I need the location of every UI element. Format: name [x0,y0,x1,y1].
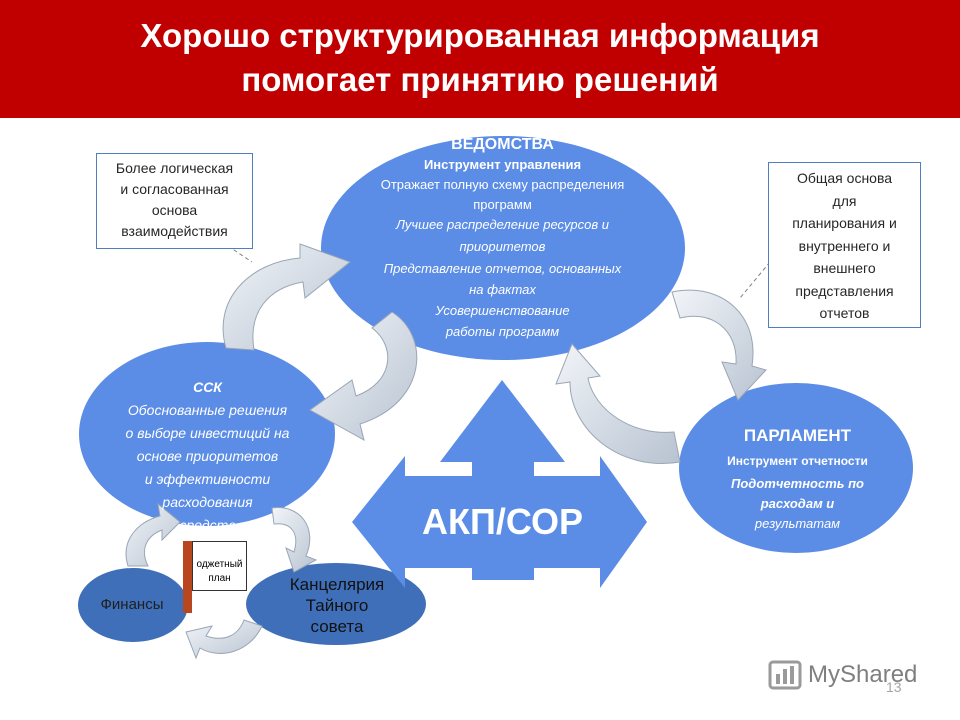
ssk-line: средств [179,517,236,533]
ssk-line: о выборе инвестиций на [125,425,290,441]
vedomstva-line: работы программ [445,324,560,339]
small-arrow-finansy-up [125,502,181,567]
cycle-arrow-right-top [671,289,767,401]
budget-plan-binding [183,541,192,613]
kancelyariya-line: Канцелярия [289,575,385,594]
budget-line: оджетный [196,559,243,570]
kancelyariya-text: Канцелярия Тайного совета [262,574,412,637]
akp-double-arrow [352,380,647,588]
note-right-line: представления [795,282,894,299]
title-banner [0,0,960,118]
note-right-line: планирования и [792,215,897,231]
finansy-label: Финансы [100,596,164,613]
note-right-line: для [832,192,857,209]
ssk-line: и эффективности [144,471,271,487]
note-left: Более логическая и согласованная основа … [96,153,253,249]
cycle-arrow-right-bottom [555,343,681,464]
note-left-line: взаимодействия [121,223,228,239]
akp-label: АКП/СОР [422,501,583,542]
vedomstva-line: Лучшее распределение ресурсов и [396,217,609,232]
vedomstva-subtitle: Инструмент управления [423,157,582,172]
note-right-connector [739,261,771,299]
page-number: 13 [886,679,902,695]
ssk-ellipse [79,342,335,526]
vedomstva-line: Представление отчетов, основанных [383,261,622,276]
parlament-line: результатам [754,516,841,531]
kancelyariya-line: совета [310,617,364,636]
vedomstva-line: на фактах [469,282,536,297]
cycle-arrow-left-bottom [309,311,418,441]
finansy-ellipse [78,568,188,642]
parlament-ellipse [679,383,913,553]
parlament-title: ПАРЛАМЕНТ [743,426,852,445]
watermark-text: MyShared [808,661,918,688]
ssk-line: Обоснованные решения [127,402,288,418]
note-right: Общая основа для планирования и внутренн… [768,162,921,328]
kancelyariya-line: Тайного [305,596,369,615]
note-right-line: отчетов [819,305,870,321]
ssk-text: ССК Обоснованные решения о выборе инвест… [90,376,325,537]
vedomstva-text: ВЕДОМСТВА Инструмент управления Отражает… [330,134,675,342]
note-right-line: внутреннего и [798,237,891,254]
note-left-line: основа [151,202,198,218]
note-left-connector [221,241,253,263]
note-right-line: Общая основа [796,170,893,186]
parlament-line: Подотчетность по [731,476,864,491]
vedomstva-line: Отражает полную схему распределения [380,177,625,192]
kancelyariya-ellipse [246,563,426,645]
ssk-title: ССК [193,379,222,395]
small-arrow-kancelyariya-down [271,507,318,573]
note-right-line: внешнего [813,260,876,276]
parlament-text: ПАРЛАМЕНТ Инструмент отчетности Подотчет… [685,424,910,534]
ssk-line: расходования [162,494,253,510]
small-arrow-bottom [185,619,263,660]
vedomstva-title: ВЕДОМСТВА [451,136,554,153]
page-title: Хорошо структурированная информация помо… [0,14,960,102]
title-line-1: Хорошо структурированная информация [140,17,820,54]
cycle-arrow-left-top [222,243,352,351]
budget-plan-document: оджетный план [192,541,247,591]
ssk-line: основе приоритетов [136,448,279,464]
parlament-subtitle: Инструмент отчетности [727,454,868,468]
note-left-line: и согласованная [120,181,229,197]
vedomstva-line: Усовершенствование [435,303,570,318]
title-line-2: помогает принятию решений [241,61,719,98]
note-left-line: Более логическая [115,160,234,176]
vedomstva-line: программ [473,197,532,212]
budget-line: план [208,573,231,584]
vedomstva-line: приоритетов [459,239,546,254]
parlament-line: расходам и [760,496,835,511]
myshared-logo-icon [768,660,802,690]
vedomstva-ellipse [321,136,685,360]
